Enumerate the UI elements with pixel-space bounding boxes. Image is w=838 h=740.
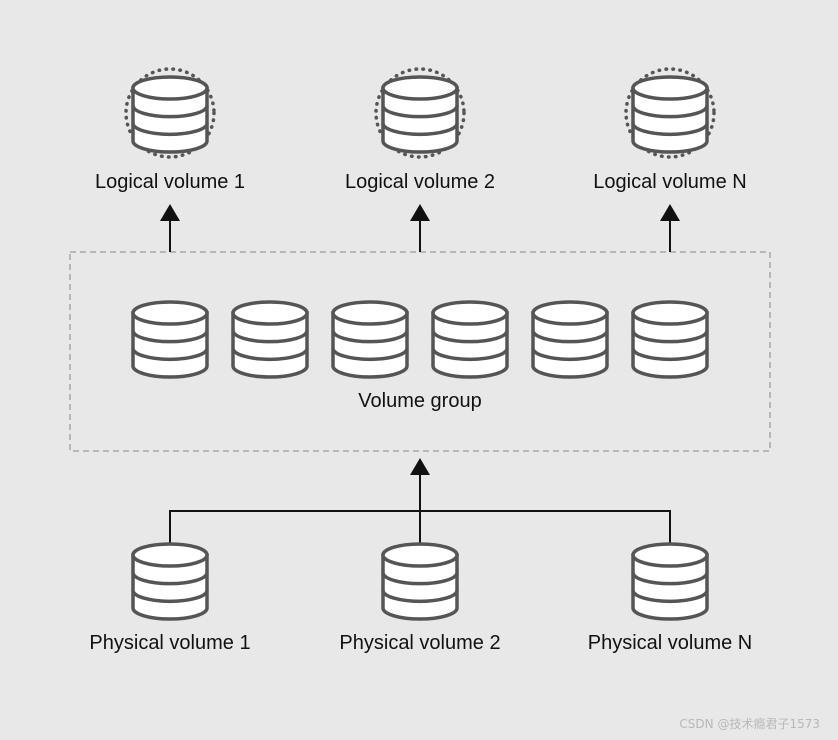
physical-volume-2-label: Physical volume 2: [339, 632, 501, 654]
volume-group-label: Volume group: [358, 390, 482, 412]
physical-volume-n-label: Physical volume N: [587, 632, 753, 654]
logical-volume-n-label: Logical volume N: [593, 171, 747, 193]
volume-group-extent-disk-icon: [231, 300, 309, 379]
volume-group-extent-disk-icon: [431, 300, 509, 379]
physical-volume-disk-icon: [381, 542, 459, 621]
volume-group-extent-disk-icon: [531, 300, 609, 379]
logical-volume-disk-icon: [131, 75, 209, 154]
logical-volume-2-dotted-ring: [374, 67, 466, 159]
watermark: CSDN @技术瘾君子1573: [679, 717, 820, 731]
volume-group-extent-disk-icon: [631, 300, 709, 379]
arrow-to-logical-volume-2: [410, 204, 430, 252]
logical-volume-1-dotted-ring: [124, 67, 216, 159]
disk-icons: [131, 75, 709, 621]
physical-to-group-connector: [169, 458, 671, 543]
physical-volume-disk-icon: [131, 542, 209, 621]
logical-volume-disk-icon: [381, 75, 459, 154]
logical-volume-2-label: Logical volume 2: [344, 171, 496, 193]
logical-volume-disk-icon: [631, 75, 709, 154]
volume-group-extent-disk-icon: [131, 300, 209, 379]
physical-volume-1-label: Physical volume 1: [89, 632, 251, 654]
physical-volume-disk-icon: [631, 542, 709, 621]
arrow-to-logical-volume-1: [160, 204, 180, 252]
arrow-to-logical-volume-n: [660, 204, 680, 252]
volume-group-extent-disk-icon: [331, 300, 409, 379]
logical-volume-1-label: Logical volume 1: [94, 171, 246, 193]
logical-volume-n-dotted-ring: [624, 67, 716, 159]
